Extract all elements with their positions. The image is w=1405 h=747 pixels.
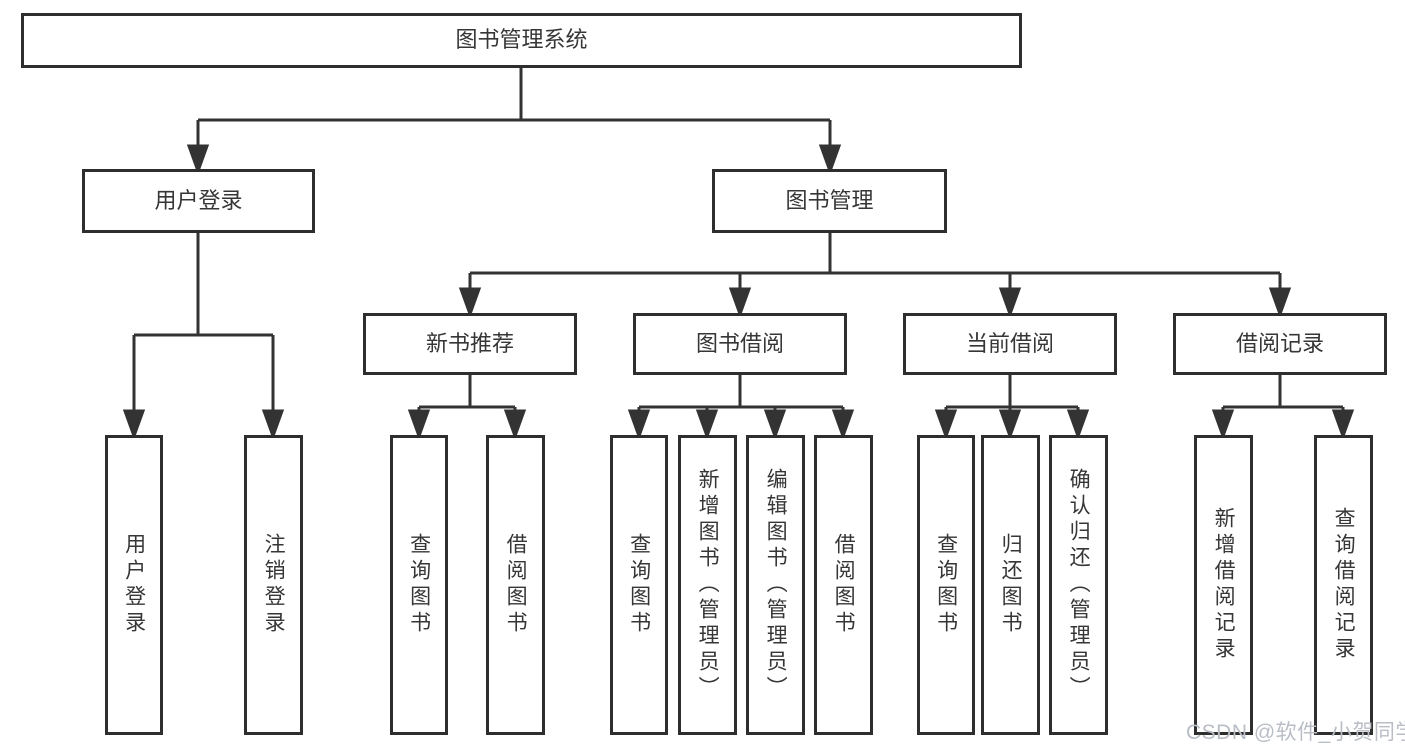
arrowhead <box>407 409 431 441</box>
leaf-edit-book-admin: 编辑图书（管理员） <box>746 435 805 735</box>
node-book-management: 图书管理 <box>712 169 947 233</box>
connector-root-to-level2 <box>186 66 842 176</box>
arrowhead <box>503 409 527 441</box>
leaf-add-book-admin: 新增图书（管理员） <box>678 435 737 735</box>
node-user-login: 用户登录 <box>82 169 315 233</box>
arrowhead <box>1066 409 1090 441</box>
arrowhead <box>186 144 210 176</box>
arrowhead <box>627 409 651 441</box>
leaf-user-login: 用户登录 <box>105 435 163 735</box>
arrowhead <box>728 287 752 319</box>
arrowhead <box>695 409 719 441</box>
arrowhead <box>831 409 855 441</box>
arrowhead <box>1211 409 1235 441</box>
arrowhead <box>934 409 958 441</box>
arrowhead <box>458 287 482 319</box>
leaf-borrow-books-recommend: 借阅图书 <box>486 435 545 735</box>
leaf-query-borrow-record: 查询借阅记录 <box>1314 435 1373 735</box>
leaf-confirm-return-admin: 确认归还（管理员） <box>1049 435 1108 735</box>
leaf-query-books-borrowing: 查询图书 <box>610 435 668 735</box>
connector-book-borrowing-to-leaves <box>627 373 855 441</box>
node-book-borrowing: 图书借阅 <box>633 313 847 375</box>
node-borrowing-records: 借阅记录 <box>1173 313 1387 375</box>
node-root: 图书管理系统 <box>21 13 1022 68</box>
connector-borrowing-records-to-leaves <box>1211 373 1355 441</box>
leaf-borrow-books-borrowing: 借阅图书 <box>814 435 873 735</box>
arrowhead <box>763 409 787 441</box>
connector-new-book-recommend-to-leaves <box>407 373 527 441</box>
node-current-borrowing: 当前借阅 <box>903 313 1117 375</box>
node-new-book-recommend: 新书推荐 <box>363 313 577 375</box>
leaf-query-books-recommend: 查询图书 <box>390 435 448 735</box>
connector-current-borrowing-to-leaves <box>934 373 1090 441</box>
arrowhead <box>1268 287 1292 319</box>
arrowhead <box>122 409 146 441</box>
leaf-return-book: 归还图书 <box>981 435 1040 735</box>
arrowhead <box>818 144 842 176</box>
arrowhead <box>1331 409 1355 441</box>
leaf-logout: 注销登录 <box>244 435 303 735</box>
csdn-watermark: CSDN @软件_小贺同学 <box>1186 721 1405 744</box>
arrowhead <box>998 287 1022 319</box>
arrowhead <box>998 409 1022 441</box>
leaf-add-borrow-record: 新增借阅记录 <box>1194 435 1253 735</box>
connector-user-login-to-leaves <box>122 233 285 441</box>
arrowhead <box>261 409 285 441</box>
connector-book-management-to-level3 <box>458 233 1292 319</box>
leaf-query-books-current: 查询图书 <box>917 435 975 735</box>
